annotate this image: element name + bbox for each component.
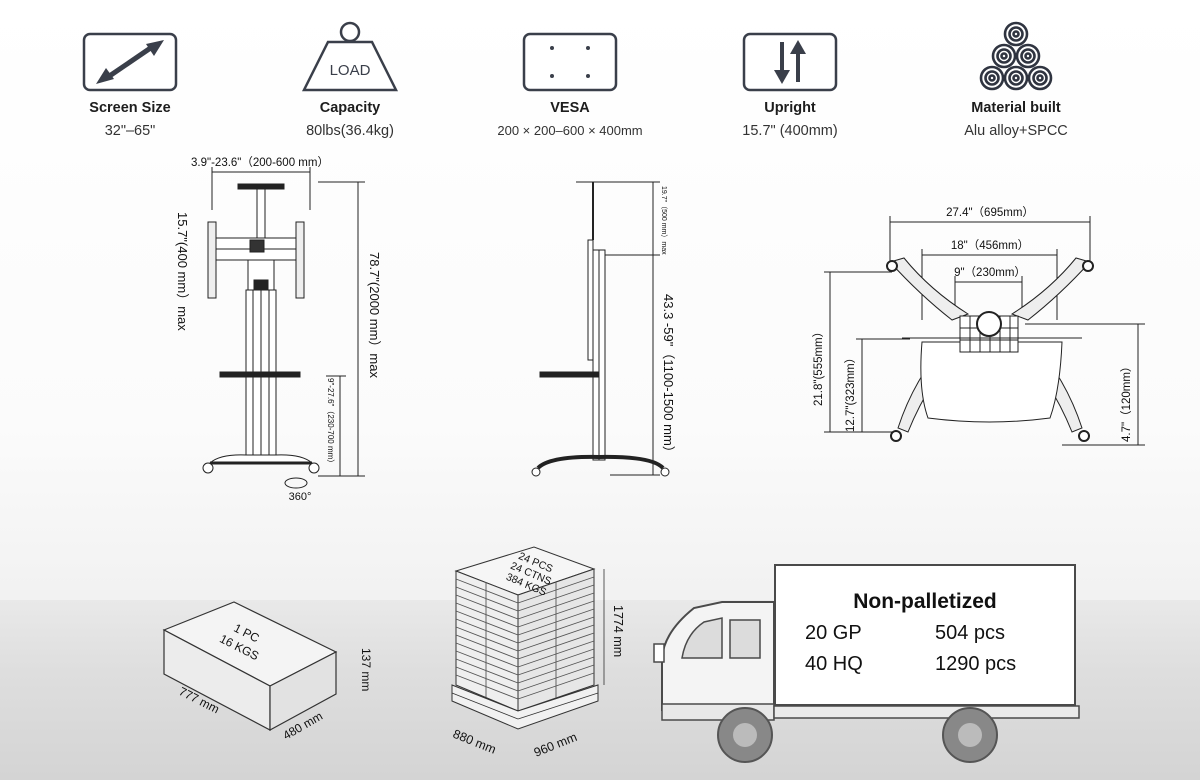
front-shelf-label: 9"-27.6"（230-700 mm）: [326, 378, 335, 467]
shipping-qty: 1290 pcs: [935, 653, 1017, 675]
spec-title: Capacity: [319, 100, 381, 116]
spec-value: 15.7" (400mm): [742, 123, 838, 139]
shipping-title: Non-palletized: [853, 590, 997, 613]
base-depth-small-label: 4.7"（120mm）: [1120, 361, 1133, 442]
spec-title: Upright: [764, 100, 816, 116]
side-height-label: 43.3 -59"（1100-1500 mm）: [661, 294, 676, 459]
spec-value: 32"–65": [104, 123, 156, 139]
spec-material: Material built Alu alloy+SPCC: [916, 12, 1116, 139]
spec-value: 80lbs(36.4kg): [306, 123, 394, 139]
spec-title: Material built: [971, 100, 1061, 116]
front-view-drawing: 3.9"-23.6"（200-600 mm） 15.7"(400 mm）max …: [175, 156, 382, 503]
spec-capacity: LOAD Capacity 80lbs(36.4kg): [250, 12, 450, 139]
side-top-label: 19.7"（500 mm）max: [660, 186, 668, 255]
front-upright-label: 15.7"(400 mm）max: [175, 212, 190, 331]
spec-title: VESA: [550, 100, 590, 116]
base-width-outer-label: 27.4"（695mm）: [946, 206, 1034, 219]
spec-title: Screen Size: [89, 100, 171, 116]
base-width-inner-label: 9"（230mm）: [954, 266, 1026, 279]
pallet-height-label: 1774 mm: [611, 605, 625, 657]
shipping-row: 40 HQ 1290 pcs: [775, 653, 1075, 676]
spec-value: Alu alloy+SPCC: [964, 123, 1068, 139]
up-down-arrows-icon: [742, 32, 838, 92]
box-height-label: 137 mm: [359, 648, 373, 691]
base-width-mid-label: 18"（456mm）: [951, 239, 1029, 252]
front-height-label: 78.7"(2000 mm）max: [367, 252, 382, 378]
truck-drawing: [653, 564, 1080, 763]
shipping-row: 20 GP 504 pcs: [775, 622, 1075, 645]
shipping-panel: Non-palletized 20 GP 504 pcs 40 HQ 1290 …: [775, 565, 1075, 705]
spec-screen-size: Screen Size 32"–65": [30, 12, 230, 139]
front-width-label: 3.9"-23.6"（200-600 mm）: [191, 156, 329, 169]
diagonal-arrow-icon: [82, 32, 178, 92]
pallet-width-label: 960 mm: [532, 730, 579, 760]
shipping-container: 40 HQ: [805, 653, 863, 675]
vesa-holes-icon: [522, 32, 618, 92]
base-depth-mid-label: 12.7"(323mm）: [844, 352, 857, 432]
spec-value: 200 × 200–600 × 400mm: [497, 123, 643, 138]
shipping-container: 20 GP: [805, 622, 862, 644]
load-weight-icon: LOAD: [301, 21, 399, 92]
pallet-layer-lines: [455, 576, 595, 700]
material-coils-icon: [979, 21, 1053, 91]
shipping-qty: 504 pcs: [935, 622, 1006, 644]
spec-vesa: VESA 200 × 200–600 × 400mm: [470, 12, 670, 138]
pallet-length-label: 880 mm: [451, 727, 498, 757]
side-view-drawing: 19.7"（500 mm）max 43.3 -59"（1100-1500 mm）: [531, 181, 676, 477]
base-top-view-drawing: 27.4"（695mm） 18"（456mm） 9"（230mm） 21.8"(…: [812, 206, 1145, 446]
base-depth-total-label: 21.8"(555mm）: [812, 326, 825, 406]
pallet-stack-drawing: 24 PCS 24 CTNS 384 KGS 1774 mm 880 mm 96…: [451, 546, 625, 760]
single-box-drawing: 1 PC 16 KGS 777 mm 480 mm 137 mm: [162, 601, 373, 743]
load-label: LOAD: [330, 62, 371, 79]
spec-upright: Upright 15.7" (400mm): [690, 12, 890, 139]
rotation-label: 360°: [289, 491, 312, 503]
